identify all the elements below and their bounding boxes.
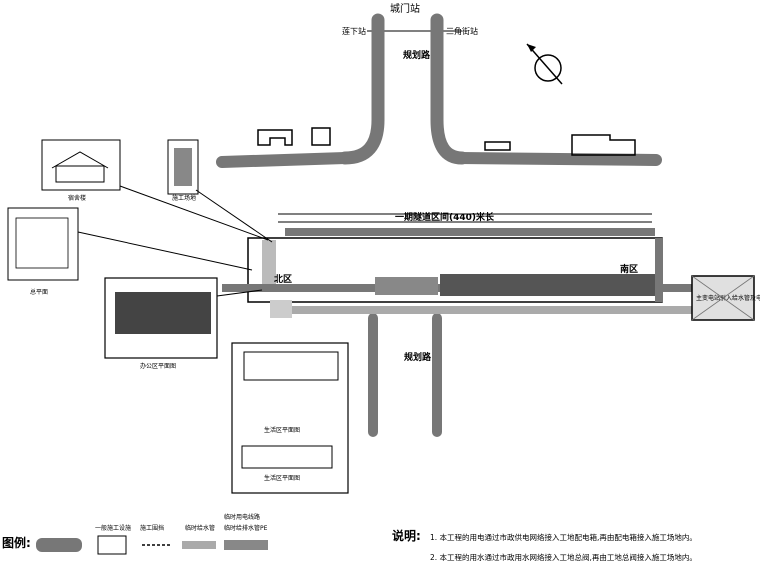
- notes-title: 说明:: [392, 528, 421, 543]
- east-box: 主变电站引入给水管及电力电缆: [691, 275, 760, 321]
- south-zone-label: 南区: [620, 263, 638, 275]
- notes: 说明: 1. 本工程的用电通过市政供电网络接入工地配电箱,再由配电箱接入施工场地…: [392, 528, 697, 562]
- north-arrow-icon: [526, 43, 563, 85]
- inset-house: 宿舍楼: [41, 139, 121, 202]
- road-north-left: [338, 13, 385, 165]
- note-line-2: 2. 本工程的用水通过市政用水网络接入工地总阀,再由工地总阀接入施工场地内。: [430, 552, 697, 562]
- inset-camp-label-2: 生活区平面图: [264, 474, 300, 482]
- legend-caption-gas: 临时用电线路: [224, 513, 260, 521]
- east-box-label: 主变电站引入给水管及电力电缆: [696, 294, 760, 302]
- inset-site: 施工场地: [167, 139, 199, 202]
- buildings-north: [257, 127, 636, 156]
- left-station-label: 莲下站: [342, 26, 366, 36]
- legend-title: 图例:: [2, 535, 31, 550]
- construction-site: [247, 213, 663, 303]
- tunnel-label: 一期隧道区间(440)米长: [395, 211, 495, 223]
- inset-detail-label: 办公区平面图: [140, 362, 176, 370]
- inset-plan: 总平面: [7, 207, 79, 296]
- road-west-segment: [216, 152, 351, 168]
- legend-label-building: 一般施工设施: [95, 524, 131, 532]
- road-south-label: 规划路: [404, 351, 432, 363]
- top-station-label: 城门站: [390, 2, 420, 15]
- road-network: [216, 13, 662, 437]
- legend-swatch-pipe: [182, 541, 216, 549]
- road-north-right: [430, 13, 469, 165]
- inset-leader-lines: [77, 185, 273, 297]
- inset-detail: 办公区平面图: [104, 277, 218, 370]
- legend-swatch-gas: [224, 540, 268, 550]
- legend-label-pipe: 临时给水管: [185, 524, 215, 532]
- legend-label-gas: 临时给排水管PE: [224, 524, 268, 532]
- inset-camp-label-1: 生活区平面图: [264, 426, 300, 434]
- inset-camp: 生活区平面图 生活区平面图: [231, 342, 349, 494]
- inset-house-label: 宿舍楼: [68, 194, 86, 202]
- north-zone-label: 北区: [274, 273, 292, 285]
- legend-swatch-building: [97, 535, 127, 555]
- right-station-label: 三角街站: [446, 26, 478, 36]
- road-east-segment: [454, 152, 662, 166]
- legend-swatch-road: [36, 538, 82, 552]
- note-line-1: 1. 本工程的用电通过市政供电网络接入工地配电箱,再由配电箱接入施工场地内。: [430, 532, 697, 542]
- inset-site-label: 施工场地: [172, 194, 196, 202]
- legend: 图例: 一般施工设施 施工围挡 临时给水管 临时用电线路 临时给排水管PE: [2, 513, 268, 555]
- pipe-network: [222, 240, 695, 318]
- legend-label-fence: 施工围挡: [140, 524, 164, 532]
- inset-plan-label: 总平面: [30, 288, 48, 296]
- road-north-label: 规划路: [403, 49, 431, 61]
